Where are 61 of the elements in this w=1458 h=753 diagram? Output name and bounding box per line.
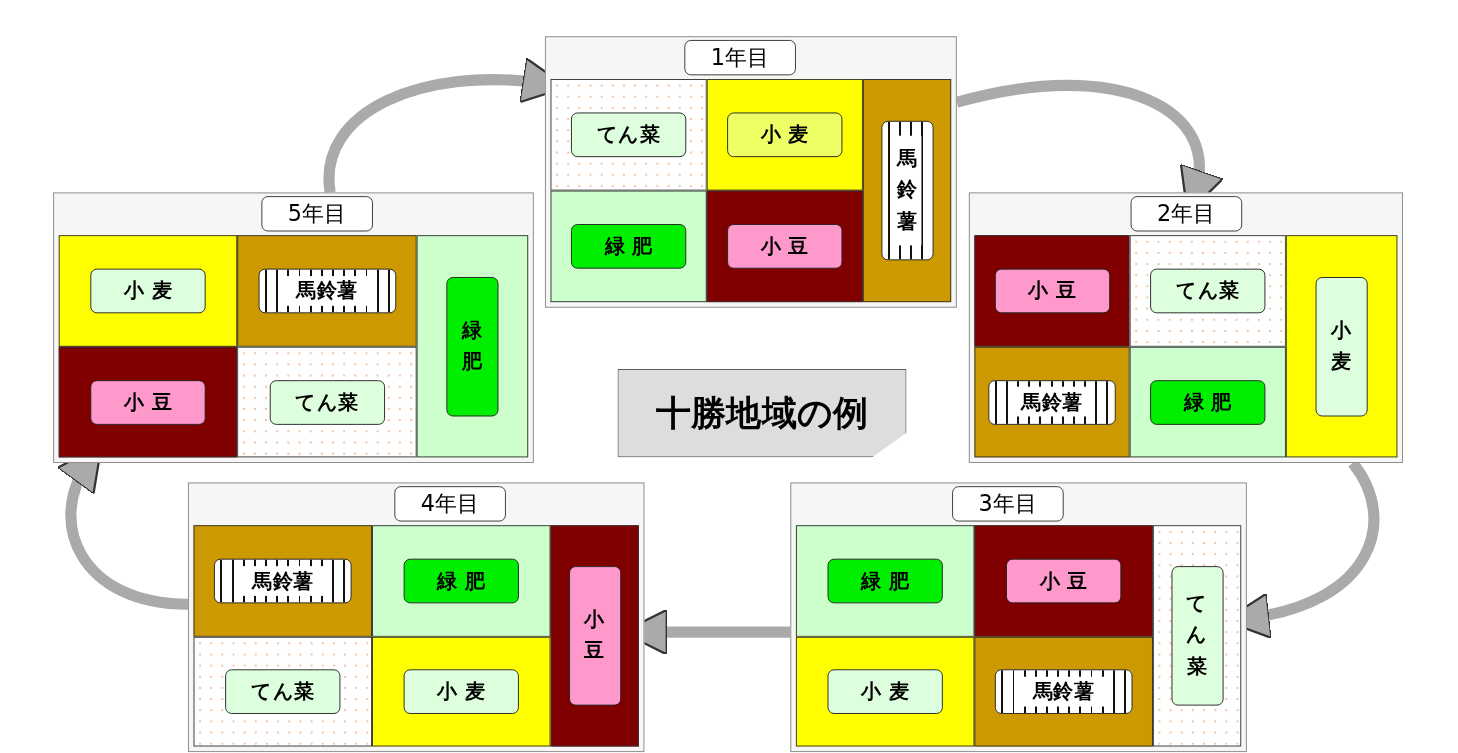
field-plot bbox=[237, 235, 417, 347]
crop-label: 緑 肥 bbox=[1150, 379, 1266, 425]
field-plot bbox=[193, 636, 372, 747]
field-plot bbox=[416, 235, 529, 458]
field-plan bbox=[544, 36, 957, 308]
field-plot bbox=[1129, 346, 1286, 458]
crop-label: 緑 肥 bbox=[403, 558, 519, 604]
crop-label: 小 麦 bbox=[727, 112, 843, 158]
field-plan bbox=[790, 482, 1247, 753]
crop-label: 小豆 bbox=[568, 566, 621, 706]
field-plot bbox=[1129, 235, 1286, 347]
crop-label: てん菜 bbox=[269, 379, 385, 425]
field-plot bbox=[550, 190, 707, 303]
field-plot bbox=[550, 79, 707, 191]
crop-label: 馬鈴薯 bbox=[881, 120, 934, 261]
crop-label: 小 豆 bbox=[90, 379, 206, 425]
crop-label: 小 豆 bbox=[727, 224, 843, 269]
crop-label: 小 豆 bbox=[994, 268, 1110, 314]
crop-label: てん菜 bbox=[225, 669, 341, 714]
field-plot bbox=[372, 525, 551, 637]
crop-label: 小 麦 bbox=[403, 669, 519, 714]
year-tab: 2年目 bbox=[1130, 196, 1243, 232]
field-plot bbox=[974, 636, 1153, 747]
crop-label: 小麦 bbox=[1315, 276, 1368, 416]
crop-label: 馬鈴薯 bbox=[214, 558, 352, 604]
crop-label: てん菜 bbox=[570, 112, 687, 158]
field-plot bbox=[974, 525, 1153, 637]
field-plot bbox=[58, 235, 238, 347]
field-plot bbox=[974, 346, 1130, 458]
crop-label: 小 麦 bbox=[827, 669, 943, 714]
crop-label: てん菜 bbox=[1150, 268, 1266, 314]
crop-label: 馬鈴薯 bbox=[258, 268, 396, 314]
field-plot bbox=[795, 636, 975, 747]
field-plot bbox=[1285, 235, 1398, 458]
crop-label: 緑 肥 bbox=[570, 224, 687, 269]
crop-label: 小 豆 bbox=[1006, 558, 1122, 604]
field-plot bbox=[706, 79, 863, 191]
crop-label: 小 麦 bbox=[90, 268, 206, 314]
crop-label: 緑肥 bbox=[446, 276, 499, 416]
field-plot bbox=[974, 235, 1130, 347]
field-plot bbox=[862, 79, 952, 303]
field-plot bbox=[550, 525, 639, 747]
field-plot bbox=[795, 525, 975, 637]
field-plot bbox=[372, 636, 551, 747]
field-plot bbox=[193, 525, 372, 637]
crop-label: 馬鈴薯 bbox=[988, 379, 1116, 425]
field-plan bbox=[968, 192, 1403, 463]
field-plan bbox=[187, 482, 645, 753]
field-plot bbox=[706, 190, 863, 303]
crop-label: てん菜 bbox=[1171, 566, 1224, 706]
field-plot bbox=[237, 346, 417, 458]
crop-label: 馬鈴薯 bbox=[994, 669, 1133, 714]
year-tab: 1年目 bbox=[684, 39, 796, 76]
field-plan bbox=[53, 192, 534, 463]
field-plot bbox=[1152, 525, 1242, 747]
year-tab: 5年目 bbox=[261, 196, 373, 232]
field-plot bbox=[58, 346, 238, 458]
year-tab: 4年目 bbox=[394, 486, 506, 522]
title: 十勝地域の例 bbox=[617, 369, 907, 458]
year-tab: 3年目 bbox=[952, 486, 1064, 522]
crop-label: 緑 肥 bbox=[827, 558, 943, 604]
